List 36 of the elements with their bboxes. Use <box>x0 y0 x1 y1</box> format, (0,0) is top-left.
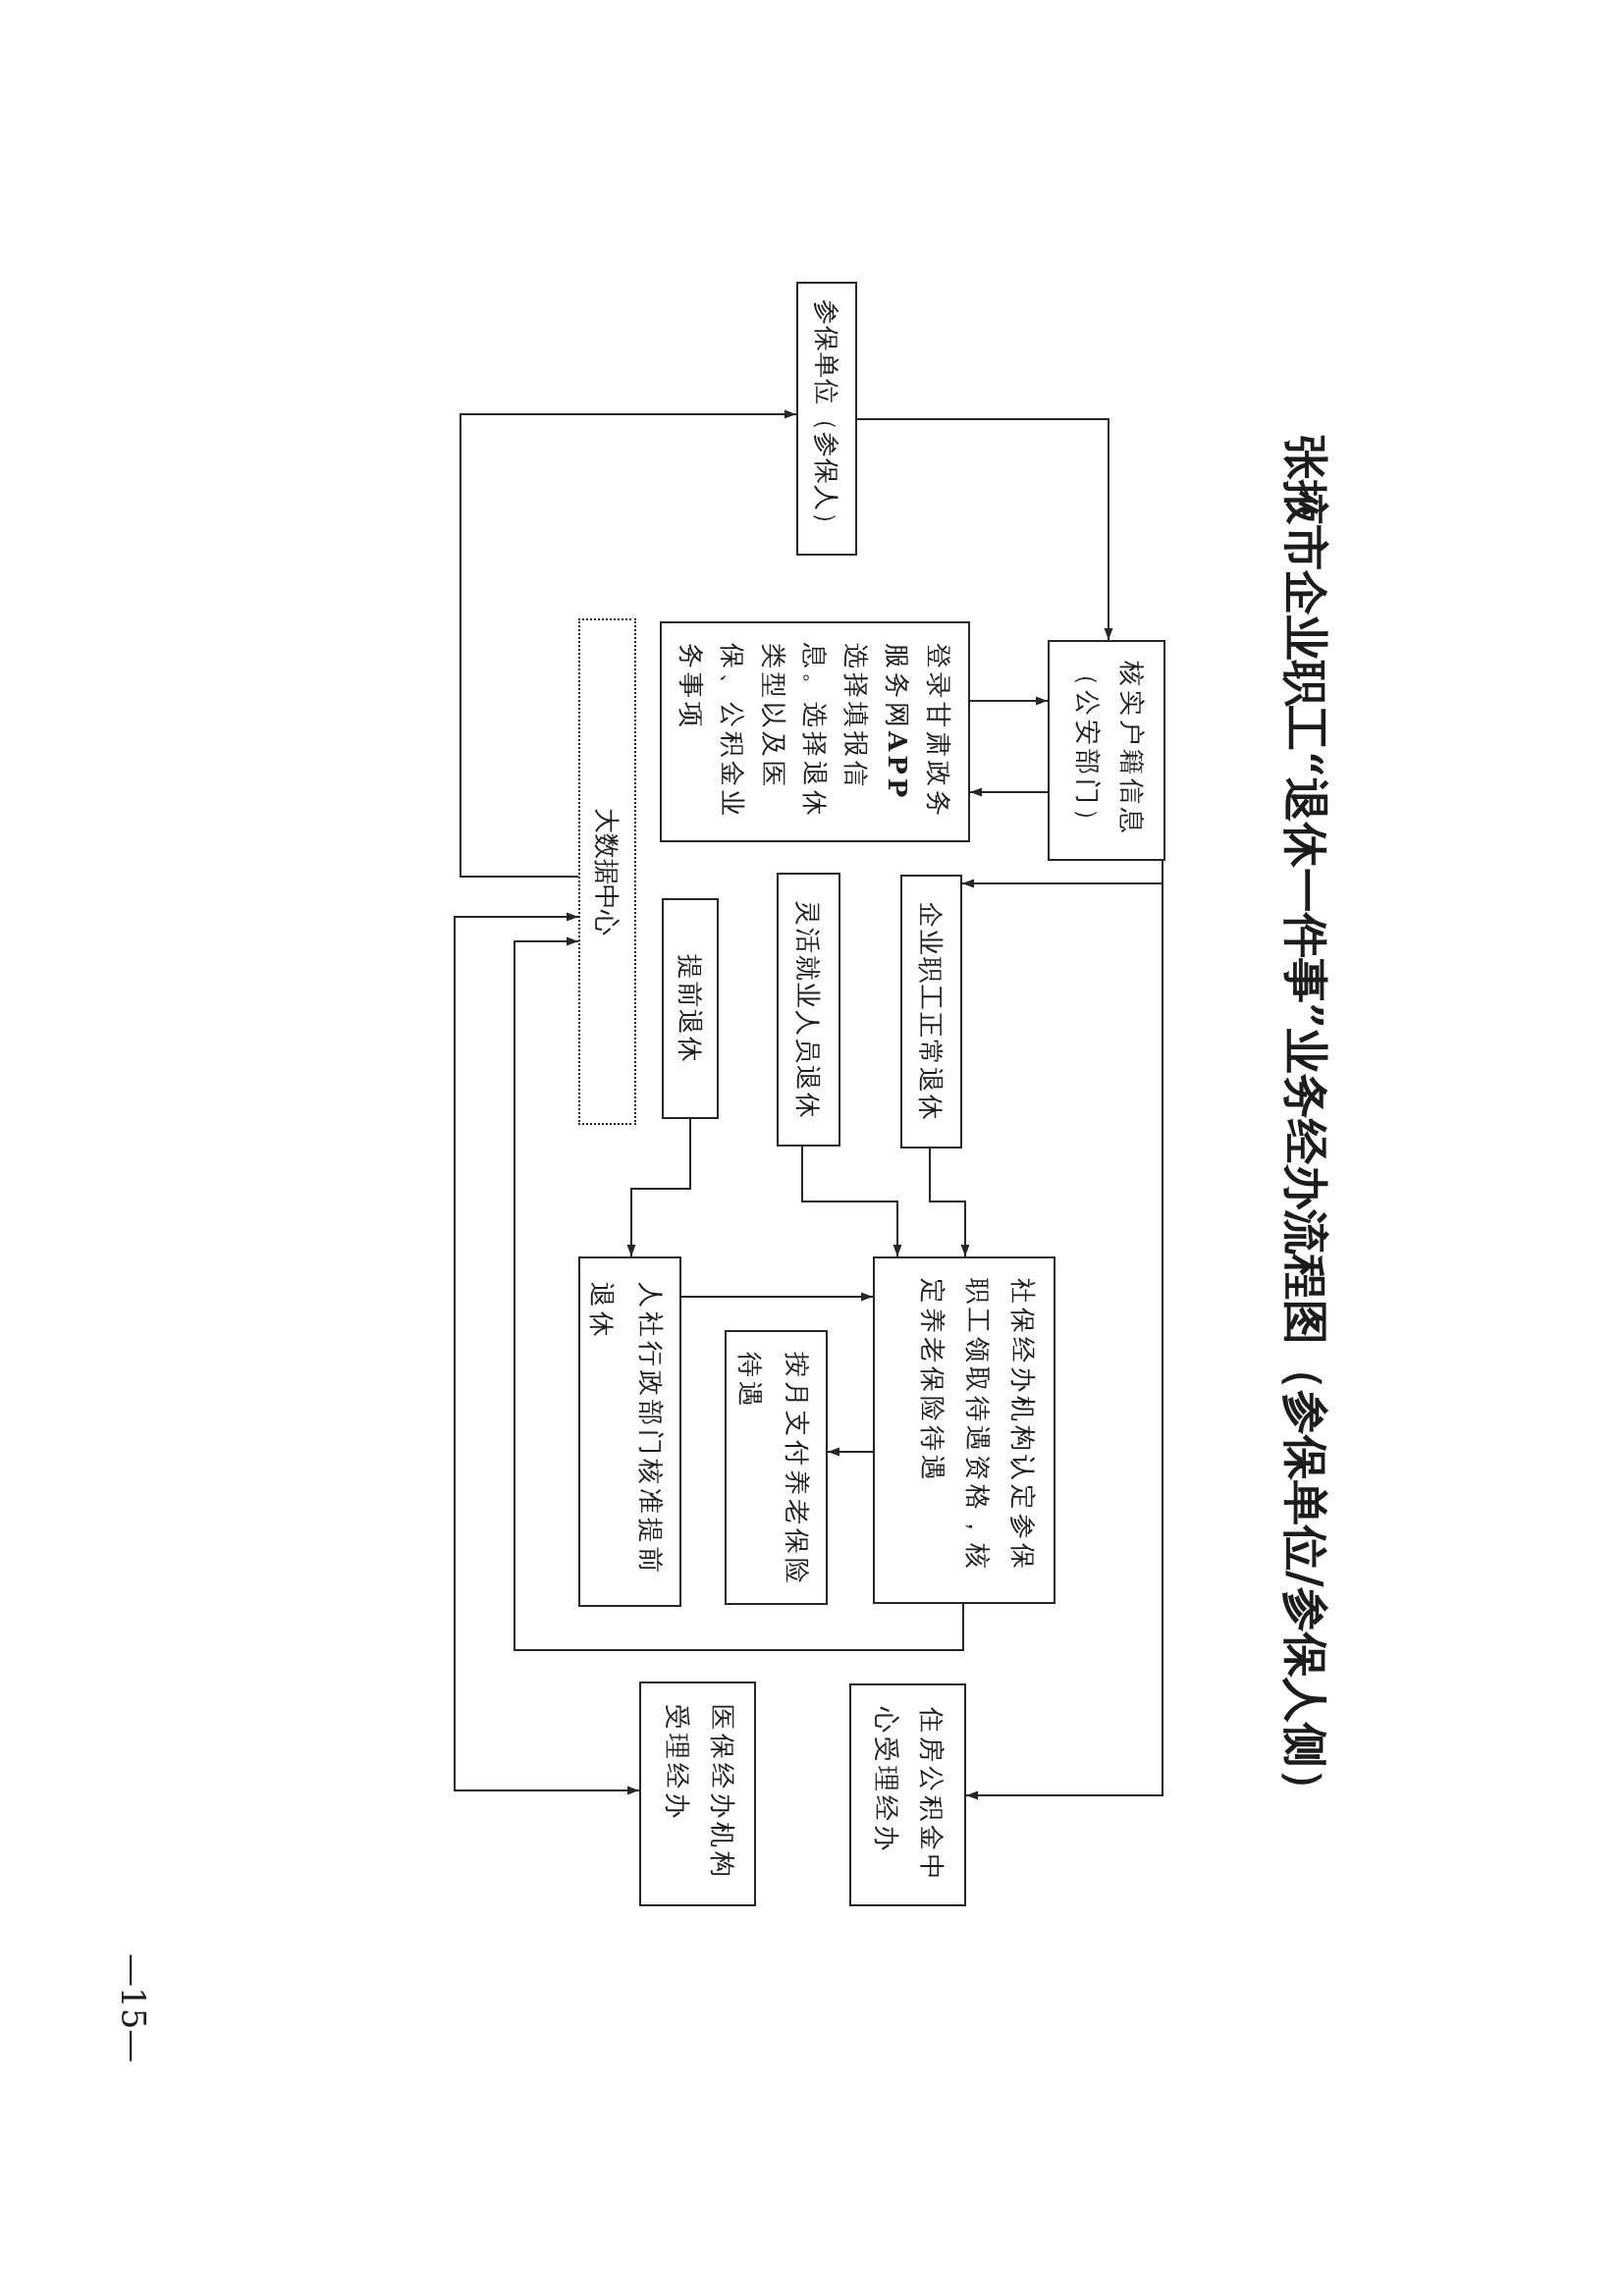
arrow <box>454 912 640 1795</box>
process-box <box>849 1683 966 1906</box>
step-label: 住房公积金中心受理经办 <box>871 1707 947 1886</box>
step-label: 提前退休 <box>675 953 706 1064</box>
arrow <box>929 1148 970 1257</box>
process-box <box>660 621 970 842</box>
arrow <box>856 418 1113 641</box>
step-label: 人社行政部门核准提前退休 <box>586 1282 667 1578</box>
step-label: 医保经办机构受理经办 <box>662 1704 738 1883</box>
page-number: —15— <box>114 1953 153 2063</box>
step-label: 企业职工正常退休 <box>915 901 947 1122</box>
process-box <box>796 282 857 556</box>
arrow <box>969 787 1049 797</box>
process-box <box>725 1330 828 1605</box>
arrow <box>626 1118 691 1257</box>
arrow <box>680 1292 874 1302</box>
arrow <box>801 1146 902 1257</box>
step-label: 核实户籍信息（公安部门） <box>1072 661 1148 839</box>
step-label: 按月支付养老保险待遇 <box>734 1352 813 1589</box>
process-box <box>1048 640 1165 861</box>
title: 张掖市企业职工“退休一件事”业务经办流程图（参保单位/参保人侧） <box>1278 434 1333 1815</box>
step-label: 参保单位（参保人） <box>811 299 842 538</box>
process-box <box>578 1256 681 1607</box>
step-label: 灵活就业人员退休 <box>792 899 825 1120</box>
arrow <box>969 696 1049 706</box>
step-label: 大数据中心 <box>591 808 623 935</box>
process-box <box>639 1682 756 1906</box>
step-label: 社保经办机构认定参保职工领取待遇资格，核定养老保险待遇 <box>917 1278 1039 1575</box>
process-box <box>873 1256 1055 1604</box>
arrow <box>514 936 964 1651</box>
process-box <box>662 898 719 1119</box>
arrow <box>827 1447 874 1457</box>
dotted-box <box>578 618 636 1125</box>
process-box <box>900 875 962 1148</box>
arrow <box>460 409 797 878</box>
process-box <box>777 873 840 1147</box>
